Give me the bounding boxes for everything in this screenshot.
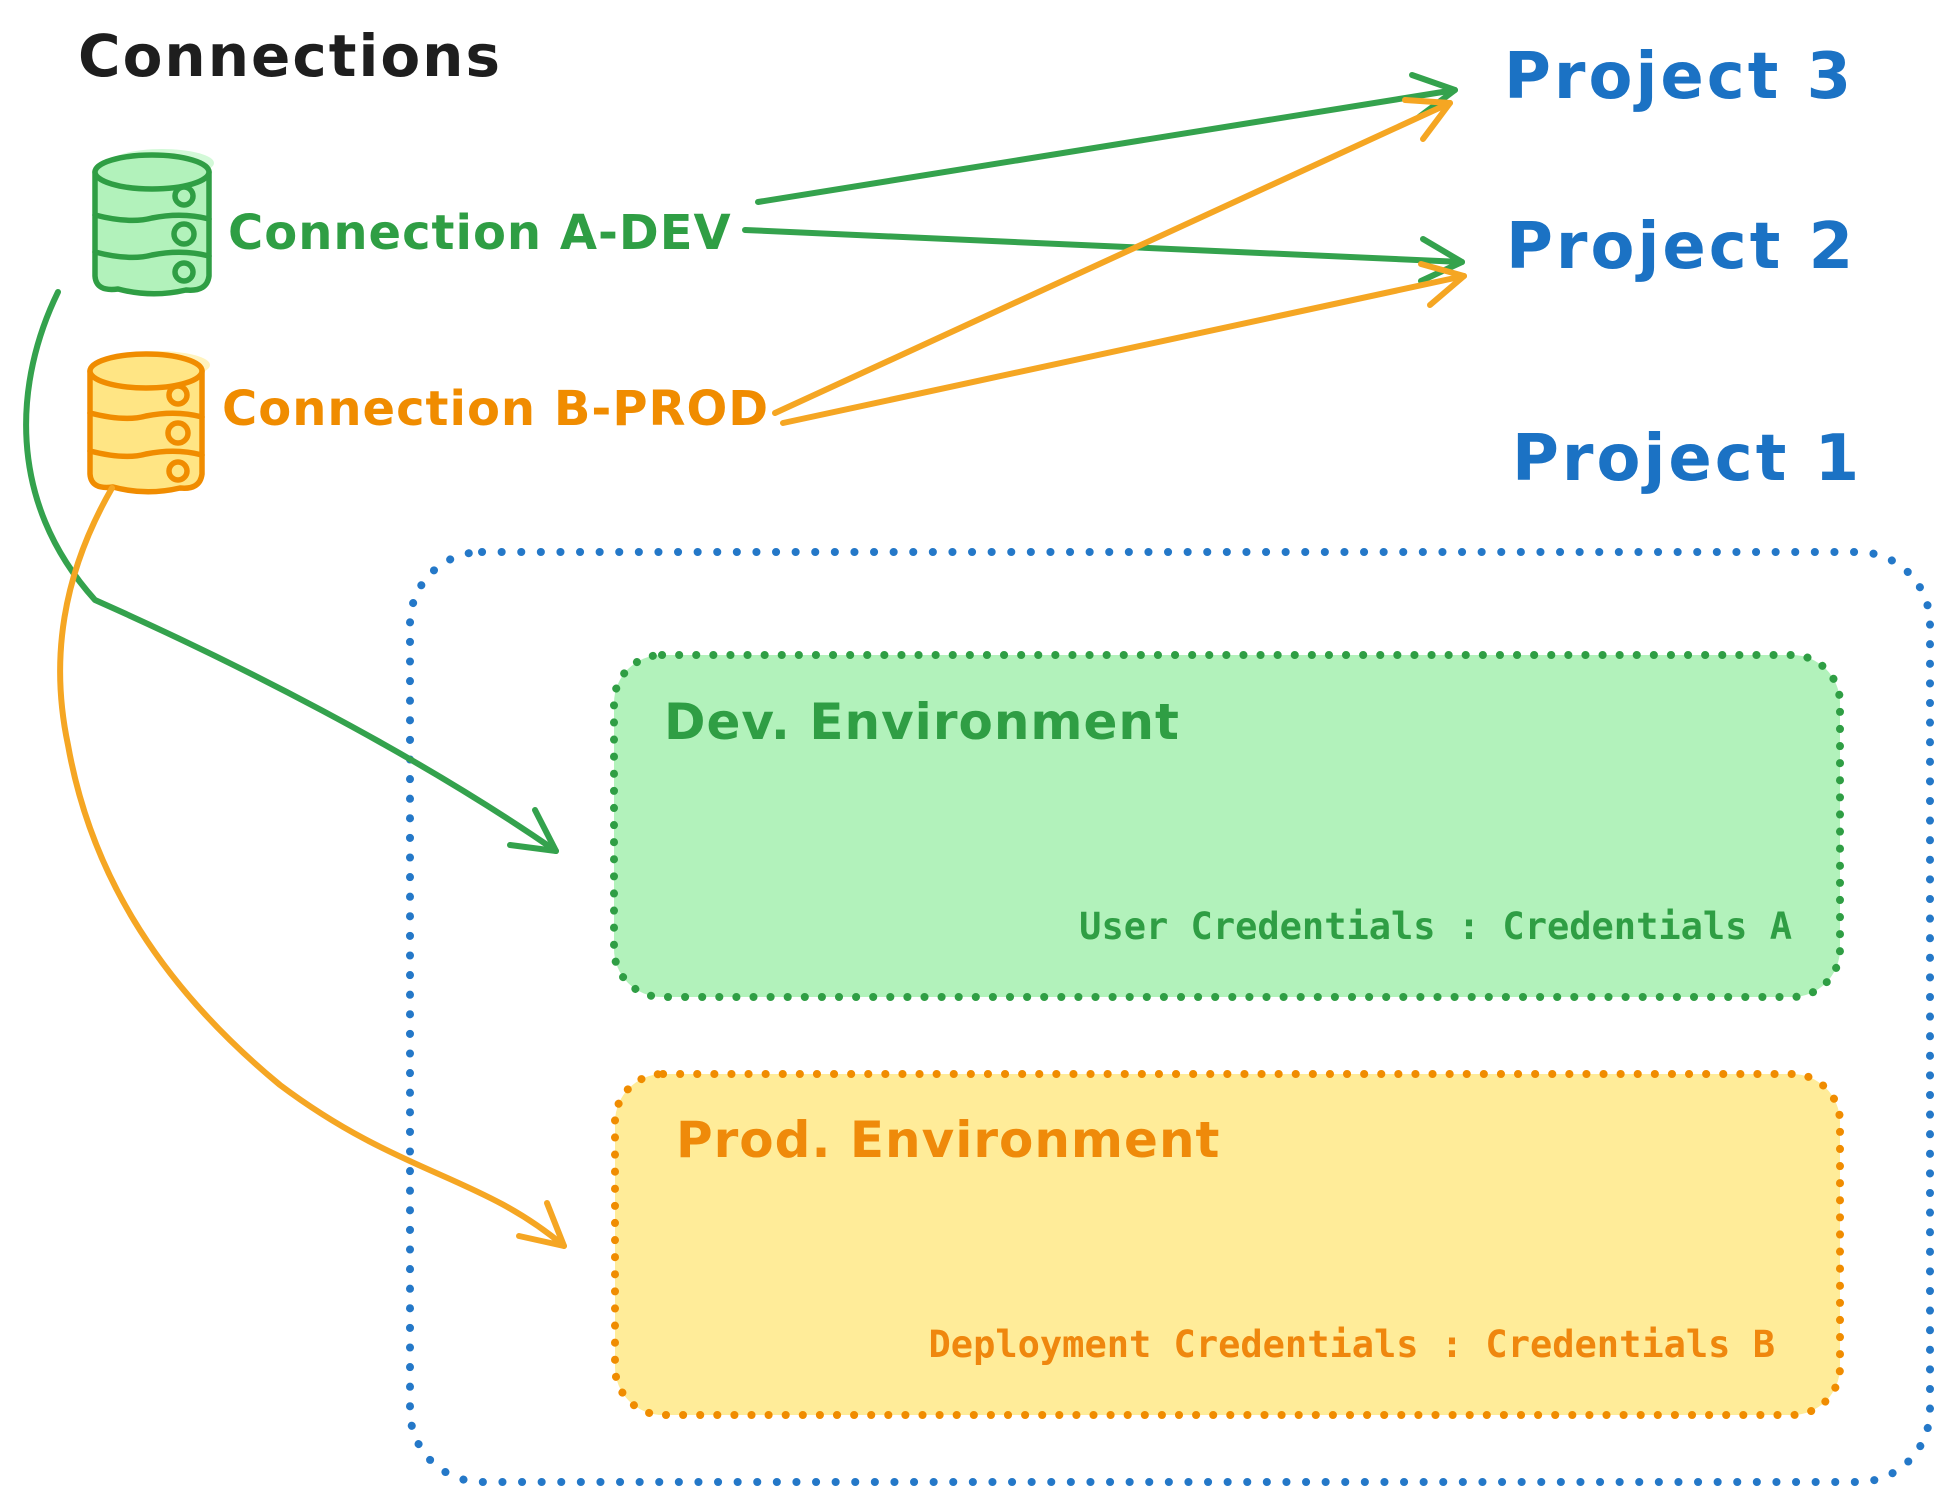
- project-2-label: Project 2: [1506, 210, 1857, 284]
- connection-b-prod-label: Connection B-PROD: [222, 381, 770, 437]
- database-dot: [165, 420, 191, 446]
- arrowhead: [1409, 72, 1458, 120]
- database-icon-a-dev: [92, 149, 214, 297]
- arrowhead: [1418, 261, 1467, 308]
- database-dot: [172, 260, 196, 284]
- prod-environment-credentials: Deployment Credentials : Credentials B: [928, 1323, 1775, 1366]
- arrow-adev-to-project3: [755, 72, 1458, 205]
- arrowhead: [507, 807, 559, 854]
- dev-environment-credentials: User Credentials : Credentials A: [1079, 905, 1792, 948]
- database-top: [92, 152, 212, 192]
- arrowhead: [1418, 236, 1465, 284]
- prod-environment-title: Prod. Environment: [676, 1111, 1221, 1169]
- database-dot: [171, 221, 197, 247]
- database-icon-b-prod: [87, 351, 210, 495]
- arrow-adev-to-project2: [742, 227, 1465, 284]
- arrowhead: [516, 1200, 567, 1249]
- project-1-label: Project 1: [1512, 422, 1863, 496]
- connection-a-dev-label: Connection A-DEV: [228, 205, 732, 261]
- database-top: [87, 351, 205, 391]
- database-divider: [87, 410, 205, 422]
- prod-environment-box: [611, 1070, 1844, 1419]
- dev-environment-box: [610, 651, 1844, 1001]
- arrow-bprod-to-prod-environment: [57, 485, 567, 1249]
- project-3-label: Project 3: [1504, 40, 1855, 114]
- database-dot: [166, 459, 190, 483]
- database-divider: [92, 249, 212, 261]
- database-divider: [87, 448, 205, 460]
- database-dot: [166, 383, 190, 407]
- project1-boundary-box: [406, 548, 1934, 1486]
- database-divider: [92, 212, 212, 224]
- arrow-bprod-to-project3: [772, 97, 1453, 416]
- arrow-adev-to-dev-environment: [23, 289, 559, 854]
- arrow-bprod-to-project2: [780, 261, 1467, 426]
- database-dot: [172, 184, 196, 208]
- page-title: Connections: [78, 22, 502, 90]
- dev-environment-title: Dev. Environment: [664, 693, 1180, 751]
- arrowhead: [1402, 97, 1453, 142]
